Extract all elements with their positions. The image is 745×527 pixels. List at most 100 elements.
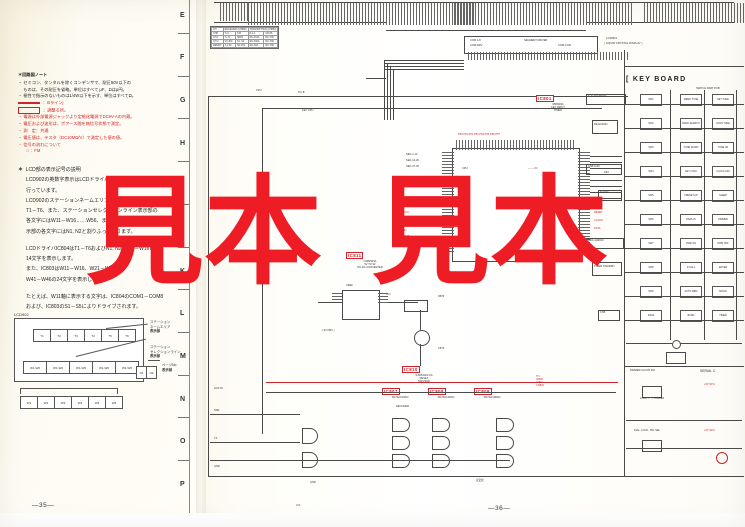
keyboard-section-title: [ KEY BOARD [626, 76, 687, 83]
book-gutter [196, 0, 206, 527]
grid-letter-I: I [180, 182, 182, 189]
kb-bottom-wire [626, 343, 672, 344]
kb-key: SLEEP [712, 190, 734, 202]
lcd902-w-detail-row: W1 W2 W3 W4 W5 W6 [20, 396, 123, 409]
grid-letter-F: F [180, 54, 185, 61]
kb-key: P-CALL [680, 262, 702, 274]
lcd901-pin-text-c: COM-DRV [470, 44, 483, 47]
ic810-desc: S-8054HN/-UARESETSW1/SW2 [415, 374, 433, 383]
grid-tick [178, 332, 189, 333]
frame-bottom [208, 476, 744, 477]
callout-selection-line: ステーションセレクションライン表示部 [150, 345, 181, 359]
fanout-7 [590, 192, 622, 193]
lcd-seg: W1-W6 [69, 361, 92, 374]
kb-key: BAND SEARCH [680, 118, 702, 130]
fanout-8 [590, 198, 622, 199]
kb-key-col1: SW4 [640, 166, 662, 178]
cell: S0-1H1 [235, 43, 249, 48]
ic801-body [452, 148, 580, 262]
kb-key: PWR ON [680, 238, 702, 250]
lcd-seg: N2 [146, 366, 157, 379]
kb-key-col1: SW1 [640, 94, 662, 106]
comb-base-c [586, 22, 734, 23]
kb-key: AUTO MEM [680, 286, 702, 298]
ic811-out-wire [388, 302, 418, 303]
lower-wire-2 [210, 442, 300, 443]
kb-comp-0 [586, 94, 626, 105]
grid-letter-M: M [180, 353, 186, 360]
ic801-pins-top [456, 140, 576, 150]
frame-left [208, 96, 209, 476]
lower-wire-1 [210, 414, 300, 415]
lower-wire-3 [210, 460, 510, 461]
body2-p-1: 14文字を表示します。 [26, 256, 77, 263]
kb-key: DISPLAY [680, 214, 702, 226]
notes-red-4: ・ 信号の流れについて [18, 141, 61, 147]
notes-line-1: ものは、その耐圧を省略。単位はすべて μF、Ωはμ円。 [18, 86, 127, 92]
ic801-label: IC801 [536, 95, 554, 102]
kb-comp-label-5: TIMER STANDBY [594, 265, 615, 268]
lower-bus-red [266, 382, 618, 383]
led-symbol [716, 452, 728, 464]
misc-label-2: GND [310, 481, 316, 484]
bus-drop-4 [393, 69, 394, 120]
kb-comp-label-1: RE EC3001 [594, 123, 608, 126]
kb-comp-4 [586, 238, 624, 249]
kb-key-col1: SW10 [640, 310, 662, 322]
ic810-res-1 [404, 300, 428, 312]
dimmer-clock-label: DIMMER CLOCK FM [630, 369, 655, 372]
lcd902-brace [20, 388, 118, 394]
notes-red-2: ・ 測 定：共通 [18, 127, 49, 133]
lcd-seg: T6 [118, 329, 136, 342]
dimmer-box [642, 386, 662, 398]
kb-comp-2 [586, 164, 622, 175]
callout-station-name: ステーションネームエリア表示部 [150, 320, 171, 334]
lcd-seg: W1-W6 [92, 361, 115, 374]
grid-letter-O: O [180, 438, 186, 445]
ic801-red-pin-note: P50 P51 P52 P53 P54 P55 P56 P57 [458, 133, 500, 136]
page-number-left: —35— [32, 502, 55, 509]
kb-comp-5 [592, 262, 622, 276]
misc-label-3: 安定化 [476, 479, 484, 482]
kb-key: KEY LOCK [680, 166, 702, 178]
red-box-swatch [18, 106, 40, 114]
kb-grid-row-6 [624, 248, 744, 249]
grid-column-left: E F G H I J K L M N O P [176, 0, 200, 527]
kb-grid-row-0 [624, 104, 744, 105]
red-line-swatch [18, 102, 40, 105]
bus-drop-3 [390, 66, 391, 120]
kb-grid-row-8 [624, 296, 744, 297]
sig-label-10: CLOCK [594, 219, 603, 222]
buffer-1-shape [302, 428, 318, 444]
kb-key: PRESET UP [680, 190, 702, 202]
ic811-pin-note: VREF [346, 284, 353, 287]
grid-tick [178, 76, 189, 77]
gate-6 [432, 454, 450, 468]
kb-key-col1: SW7 [640, 238, 662, 250]
kb-key: SCAN TUNE [712, 118, 734, 130]
lcd901-pin-text-a: COM 1-8 [470, 39, 481, 42]
ic811-rail-note: ( 9V DRV ) [322, 329, 335, 332]
grid-letter-L: L [180, 310, 185, 317]
lcd-seg: T3 [67, 329, 84, 342]
lower-sig-2: TX [214, 437, 218, 440]
serial-label: SERIAL C [700, 369, 716, 373]
kb-grid-row-9 [624, 320, 744, 321]
comb-base-a [214, 22, 386, 23]
ic810-wire-1 [420, 310, 421, 330]
red-rail-right-2: +5V SPU [704, 429, 715, 432]
ic807-label: IC807 [382, 388, 400, 395]
body-bullet-title: ＊ LCD部の表示記号の説明 [18, 167, 81, 174]
ic801-inner-note-2: — — IO [528, 167, 538, 170]
sig-label-3: +5V(CPU) [402, 205, 414, 208]
fanout-5 [590, 180, 622, 181]
kb-junction [672, 340, 681, 349]
ic810-label: IC810 [402, 366, 420, 373]
kb-comp-1 [592, 120, 618, 134]
kb-grid-row-5 [624, 224, 744, 225]
fanout-6 [590, 186, 622, 187]
ic811-out-note: +9V [386, 293, 391, 296]
frame-note-b: P.C.B [298, 91, 305, 94]
